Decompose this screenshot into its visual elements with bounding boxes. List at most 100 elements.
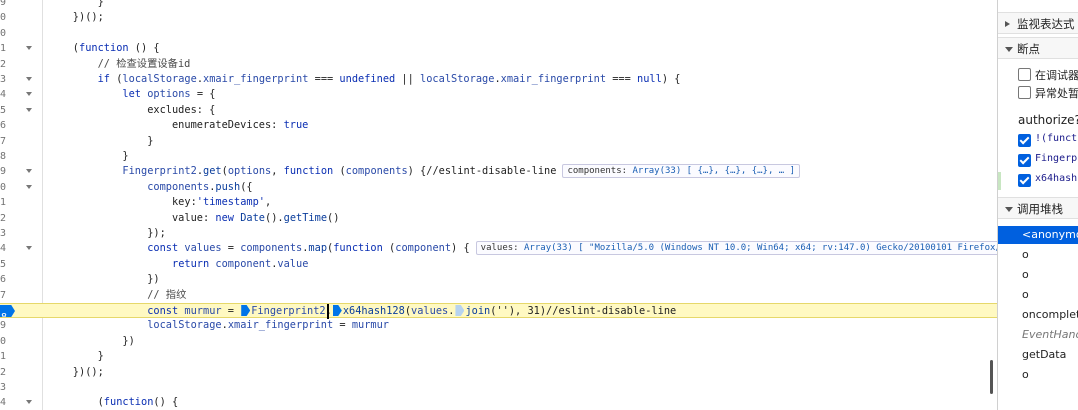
- line-number[interactable]: 5: [0, 258, 7, 270]
- code-line[interactable]: 2 // 检查设置设备id: [0, 57, 997, 72]
- line-number[interactable]: 3: [0, 228, 7, 239]
- code-line[interactable]: 9 Fingerprint2.get(options, function (co…: [0, 164, 997, 179]
- line-number[interactable]: 1: [0, 43, 7, 55]
- code-text[interactable]: }): [48, 334, 134, 349]
- call-stack-frame[interactable]: o: [1022, 368, 1029, 381]
- code-text[interactable]: // 指纹: [48, 288, 186, 303]
- code-text[interactable]: (function () {: [48, 41, 160, 56]
- line-number[interactable]: 1: [0, 351, 7, 363]
- line-number[interactable]: 0: [0, 335, 7, 347]
- line-number[interactable]: 8: [0, 151, 7, 162]
- code-text[interactable]: localStorage.xmair_fingerprint = murmur: [48, 318, 389, 333]
- code-line[interactable]: 7 // 指纹: [0, 288, 997, 303]
- code-text[interactable]: Fingerprint2.get(options, function (comp…: [48, 164, 801, 179]
- code-line[interactable]: 4 let options = {: [0, 87, 997, 102]
- code-line[interactable]: 7 }: [0, 134, 997, 149]
- fold-toggle-icon[interactable]: [26, 400, 32, 405]
- code-line[interactable]: 4 const values = components.map(function…: [0, 241, 997, 256]
- code-text[interactable]: });: [48, 226, 166, 241]
- breakpoint-checkbox[interactable]: [1018, 154, 1031, 167]
- code-line[interactable]: 5 return component.value: [0, 257, 997, 272]
- line-number[interactable]: 3: [0, 74, 7, 85]
- code-text[interactable]: }: [48, 0, 104, 10]
- code-line[interactable]: 2 value: new Date().getTime(): [0, 211, 997, 226]
- line-number[interactable]: 6: [0, 120, 7, 132]
- code-text[interactable]: })();: [48, 365, 104, 380]
- code-text[interactable]: }: [48, 149, 128, 164]
- line-number[interactable]: 2: [0, 366, 7, 378]
- code-text[interactable]: // 检查设置设备id: [48, 57, 191, 72]
- line-number-gutter[interactable]: [0, 0, 43, 410]
- code-text[interactable]: value: new Date().getTime(): [48, 211, 339, 226]
- code-line[interactable]: 0 }): [0, 334, 997, 349]
- code-text[interactable]: (function() {: [48, 395, 179, 410]
- code-line[interactable]: 6 }): [0, 272, 997, 287]
- code-line[interactable]: 8 }: [0, 149, 997, 164]
- code-text[interactable]: }: [48, 134, 153, 149]
- breakpoint-checkbox[interactable]: [1018, 134, 1031, 147]
- code-line[interactable]: 3 if (localStorage.xmair_fingerprint ===…: [0, 72, 997, 87]
- line-number[interactable]: 9: [0, 0, 7, 8]
- fold-toggle-icon[interactable]: [26, 77, 32, 81]
- line-number[interactable]: 2: [0, 58, 7, 70]
- code-text[interactable]: })();: [48, 10, 104, 25]
- call-stack-group[interactable]: EventHand: [1022, 328, 1078, 341]
- code-text[interactable]: }): [48, 272, 159, 287]
- breakpoint-item[interactable]: Fingerp: [1035, 153, 1078, 164]
- fold-toggle-icon[interactable]: [26, 107, 32, 112]
- column-breakpoint-icon[interactable]: [455, 305, 465, 316]
- breakpoint-checkbox[interactable]: [1018, 174, 1031, 187]
- code-line[interactable]: 3: [0, 380, 997, 395]
- line-number[interactable]: 7: [0, 135, 7, 147]
- fold-toggle-icon[interactable]: [26, 184, 32, 189]
- line-number[interactable]: 2: [0, 212, 7, 224]
- breakpoints-header[interactable]: 断点: [998, 37, 1078, 59]
- breakpoint-file-name[interactable]: authorize?c: [1018, 113, 1078, 127]
- column-breakpoint-icon[interactable]: [241, 305, 251, 316]
- code-text[interactable]: }: [48, 349, 104, 364]
- code-text[interactable]: excludes: {: [48, 103, 215, 118]
- code-line[interactable]: 1 key:'timestamp',: [0, 195, 997, 210]
- line-number[interactable]: 4: [0, 89, 7, 101]
- code-line[interactable]: 9 }: [0, 0, 997, 10]
- call-stack-frame[interactable]: getData: [1022, 348, 1067, 361]
- code-line[interactable]: 9 localStorage.xmair_fingerprint = murmu…: [0, 318, 997, 333]
- inline-value-preview[interactable]: components: Array(33) [ {…}, {…}, {…}, ……: [562, 164, 801, 179]
- breakpoint-item[interactable]: !(funct: [1035, 133, 1078, 144]
- code-line[interactable]: 0 components.push({: [0, 180, 997, 195]
- code-text[interactable]: key:'timestamp',: [48, 195, 271, 210]
- inline-value-preview[interactable]: values: Array(33) [ "Mozilla/5.0 (Window…: [475, 241, 997, 256]
- line-number[interactable]: 6: [0, 274, 7, 286]
- code-text[interactable]: return component.value: [48, 257, 308, 272]
- watch-expressions-header[interactable]: 监视表达式: [998, 12, 1078, 34]
- call-stack-frame-selected[interactable]: <anonymo: [998, 226, 1078, 244]
- code-line[interactable]: 4 (function() {: [0, 395, 997, 410]
- call-stack-frame[interactable]: o: [1022, 268, 1029, 281]
- code-text[interactable]: components.push({: [48, 180, 252, 195]
- code-line[interactable]: 2 })();: [0, 365, 997, 380]
- paused-code-line[interactable]: 8 const murmur = Fingerprint2.x64hash128…: [0, 303, 997, 319]
- fold-toggle-icon[interactable]: [26, 92, 32, 97]
- breakpoint-item[interactable]: x64hash: [1035, 173, 1078, 184]
- line-number[interactable]: 3: [0, 382, 7, 393]
- fold-toggle-icon[interactable]: [26, 46, 32, 51]
- editor-scrollbar[interactable]: [990, 360, 993, 394]
- call-stack-header[interactable]: 调用堆栈: [998, 197, 1078, 219]
- call-stack-frame[interactable]: o: [1022, 248, 1029, 261]
- line-number[interactable]: 0: [0, 12, 7, 24]
- column-breakpoint-icon[interactable]: [332, 305, 342, 316]
- line-number[interactable]: 7: [0, 289, 7, 301]
- code-line[interactable]: 1 }: [0, 349, 997, 364]
- code-text[interactable]: const values = components.map(function (…: [48, 241, 997, 256]
- line-number[interactable]: 9: [0, 320, 7, 332]
- code-line[interactable]: 3 });: [0, 226, 997, 241]
- pause-on-debugger-checkbox[interactable]: [1018, 68, 1031, 81]
- fold-toggle-icon[interactable]: [26, 169, 32, 174]
- code-text[interactable]: if (localStorage.xmair_fingerprint === u…: [48, 72, 681, 87]
- line-number[interactable]: 0: [0, 181, 7, 193]
- line-number[interactable]: 9: [0, 166, 7, 178]
- code-line[interactable]: 0: [0, 26, 997, 41]
- breakpoint-marker-icon[interactable]: 8: [0, 305, 15, 317]
- code-line[interactable]: 5 excludes: {: [0, 103, 997, 118]
- line-number[interactable]: 4: [0, 397, 7, 409]
